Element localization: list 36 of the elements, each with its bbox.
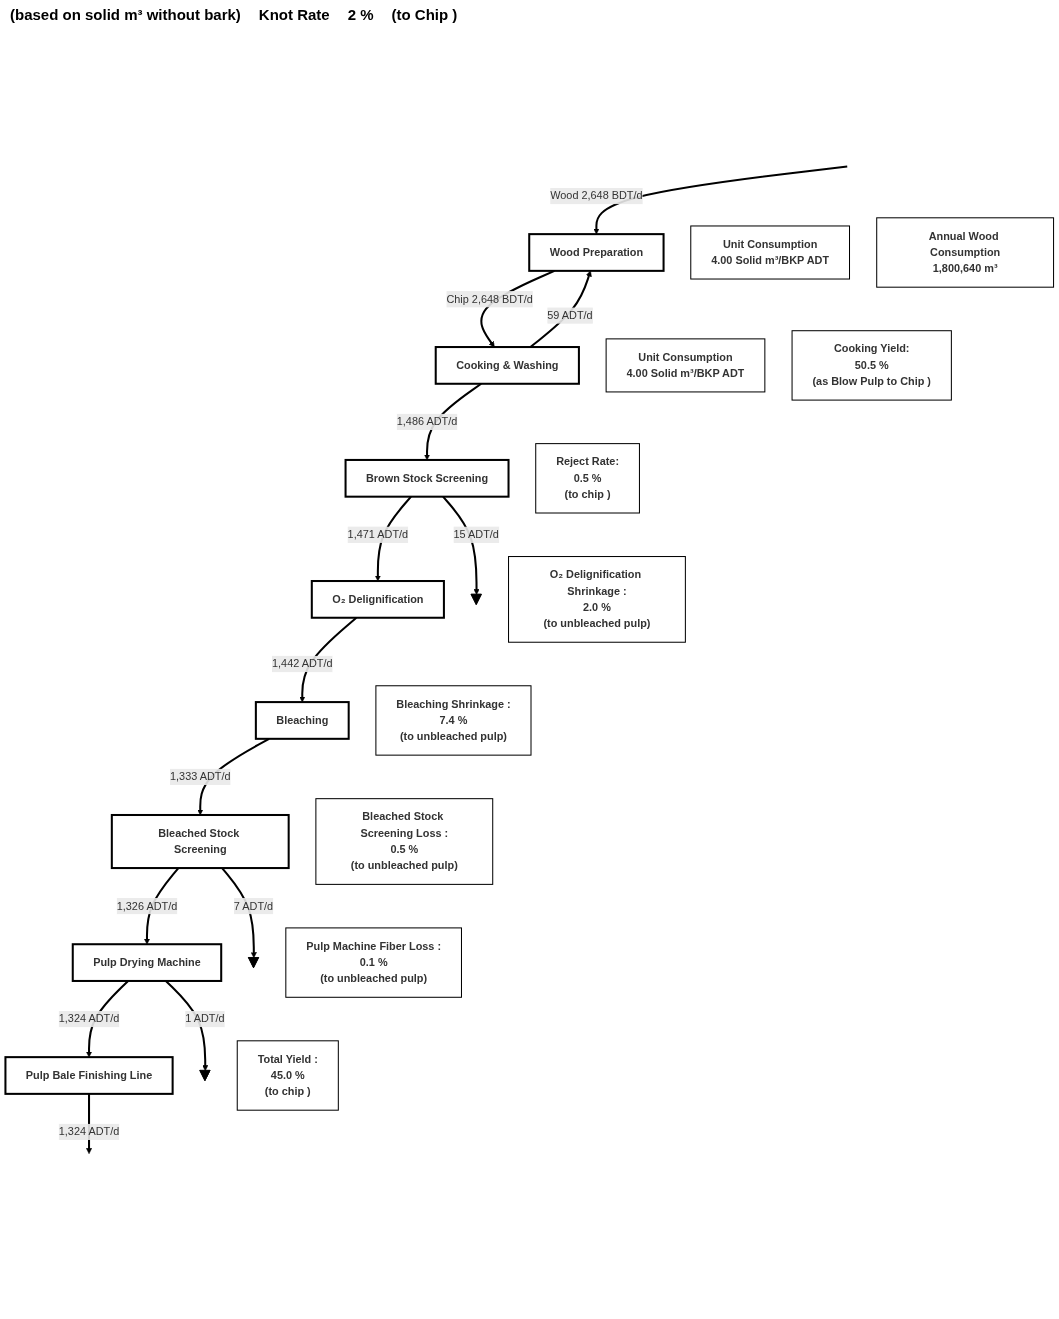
note-text: 2 %: [347, 6, 374, 23]
node-box: Cooking & Washing: [434, 346, 580, 385]
node-box: Pulp Bale Finishing Line: [4, 1056, 174, 1095]
node-box: Total Yield : 45.0 % (to chip ): [236, 1040, 339, 1111]
node-box: Wood Preparation: [528, 233, 665, 272]
node-box: Bleached Stock Screening Loss : 0.5 % (to unbleached pulp): [315, 798, 494, 885]
arrow: [593, 165, 848, 235]
node-box: Brown Stock Screening: [344, 458, 510, 498]
node-box: Bleaching: [254, 701, 350, 740]
node-box: Unit Consumption 4.00 Solid m³/BKP ADT: [605, 338, 766, 393]
edge-label: 59 ADT/d: [547, 309, 593, 321]
note-text: Knot Rate: [258, 6, 330, 23]
node-box: Bleaching Shrinkage : 7.4 % (to unbleached pulp): [375, 685, 532, 756]
edge-label: 1 ADT/d: [185, 1012, 225, 1025]
edge-label: 1,324 ADT/d: [58, 1012, 120, 1025]
edge-label: Wood 2,648 BDT/d: [550, 189, 643, 202]
edge-label: Chip 2,648 BDT/d: [446, 293, 533, 305]
note-text: (based on solid m³ without bark): [10, 6, 241, 23]
note-text: (to Chip ): [391, 6, 458, 23]
node-box: Bleached Stock Screening: [110, 814, 290, 870]
edge-label: 1,486 ADT/d: [396, 415, 458, 428]
edge-label: 1,333 ADT/d: [170, 770, 231, 783]
edge-label: 1,442 ADT/d: [272, 657, 333, 670]
edge-label: 15 ADT/d: [453, 528, 499, 541]
edge-label: 1,324 ADT/d: [58, 1125, 120, 1138]
node-box: Annual Wood Consumption 1,800,640 m³: [876, 217, 1055, 288]
edge-label: 7 ADT/d: [233, 900, 274, 912]
node-box: Cooking Yield: 50.5 % (as Blow Pulp to Chip ): [791, 330, 952, 401]
node-box: O₂ Delignification: [310, 580, 445, 619]
node-box: Pulp Drying Machine: [71, 943, 223, 982]
edge-label: 1,326 ADT/d: [116, 900, 178, 912]
edge-label: 1,471 ADT/d: [347, 528, 409, 541]
node-box: O₂ Delignification Shrinkage : 2.0 % (to unbleached pulp): [508, 556, 686, 643]
node-box: Reject Rate: 0.5 % (to chip ): [535, 443, 640, 514]
node-box: Pulp Machine Fiber Loss : 0.1 % (to unbleached pulp): [285, 927, 462, 998]
node-box: Unit Consumption 4.00 Solid m³/BKP ADT: [690, 225, 850, 280]
